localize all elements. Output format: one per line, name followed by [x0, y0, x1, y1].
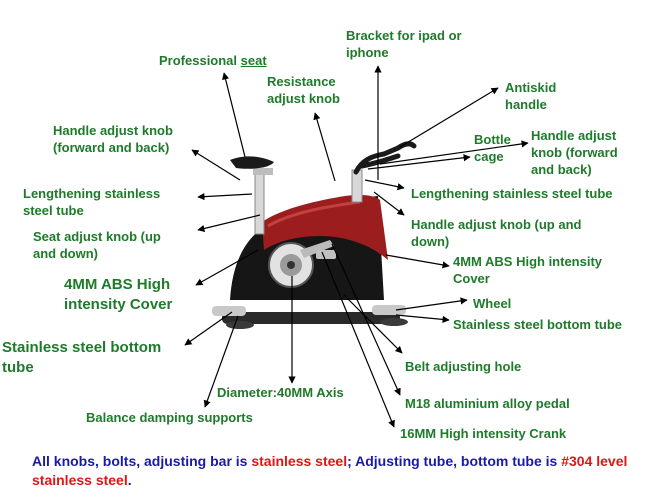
line-pedal [331, 243, 401, 396]
line-bottle [367, 154, 471, 170]
abs-cover-red [262, 195, 388, 260]
caption-highlight1: stainless steel [251, 453, 348, 469]
label-ss-bottom-tube-left: Stainless steel bottom tube [2, 338, 161, 378]
label-pedal: M18 aluminium alloy pedal [405, 396, 570, 411]
label-resistance-line1: Resistance [267, 74, 336, 89]
label-ss-bottom-tube-right: Stainless steel bottom tube [453, 317, 623, 332]
label-bracket-line2: iphone [346, 45, 389, 60]
line-handle-updown [373, 191, 405, 216]
line-ss-bottom-left [184, 311, 233, 346]
line-lengthening-left [197, 193, 253, 201]
label-handle-knob-right-line3: and back) [531, 162, 592, 177]
line-lengthening-right [364, 179, 405, 191]
caption-part1: All knobs, bolts, adjusting bar is [32, 453, 252, 469]
line-balance [203, 315, 239, 408]
label-lengthening-left-line1: Lengthening stainless [23, 186, 161, 201]
label-wheel: Wheel [473, 296, 512, 311]
label-ss-bottom-left-line2: tube [2, 359, 34, 376]
label-antiskid-line1: Antiskid [505, 80, 557, 95]
line-crank [321, 251, 395, 428]
label-abs-cover-left: 4MM ABS High intensity Cover [64, 275, 172, 315]
label-ss-bottom-left-line1: Stainless steel bottom [2, 339, 162, 356]
label-seat-adjust-line2: and down) [33, 246, 98, 261]
label-handle-knob-left-line1: Handle adjust knob [53, 123, 173, 138]
label-abs-right-line2: Cover [453, 271, 490, 286]
label-abs-cover-right: 4MM ABS High intensity Cover [453, 253, 602, 287]
label-belt-adjusting-hole: Belt adjusting hole [405, 359, 522, 374]
label-handle-updown-line1: Handle adjust knob (up and [411, 217, 582, 232]
handlebars [353, 141, 417, 175]
label-antiskid-handle: Antiskid handle [505, 79, 556, 113]
label-seat-adjust-line1: Seat adjust knob (up [33, 229, 161, 244]
line-seat [222, 72, 246, 158]
line-belt [343, 294, 403, 354]
caption-note: All knobs, bolts, adjusting bar is stain… [32, 452, 652, 490]
label-abs-left-line1: 4MM ABS High [64, 276, 171, 293]
label-handle-adjust-knob-left: Handle adjust knob (forward and back) [53, 122, 173, 156]
line-antiskid [399, 87, 499, 148]
label-handle-updown-line2: down) [411, 234, 450, 249]
label-resistance-knob: Resistance adjust knob [267, 73, 340, 107]
label-handle-adjust-knob-right: Handle adjust knob (forward and back) [531, 127, 618, 178]
label-handle-knob-right-line2: knob (forward [531, 145, 618, 160]
line-seat-adjust [197, 214, 261, 232]
crank [300, 240, 334, 258]
label-handle-knob-right-line1: Handle adjust [531, 128, 617, 143]
seat [230, 156, 274, 169]
label-abs-left-line2: intensity Cover [64, 296, 173, 313]
label-bottle-line2: cage [474, 149, 504, 164]
label-seat-prefix: Professional [159, 53, 241, 68]
label-bottle-cage: Bottle cage [474, 131, 511, 165]
label-handle-adjust-updown: Handle adjust knob (up and down) [411, 216, 581, 250]
label-resistance-line2: adjust knob [267, 91, 340, 106]
line-handle-knob-left [191, 149, 241, 181]
label-antiskid-line2: handle [505, 97, 547, 112]
line-abs-right [385, 254, 450, 269]
label-professional-seat: Professional seat [159, 52, 267, 69]
line-wheel [395, 297, 468, 311]
caption-part2: ; Adjusting tube, bottom tube is [347, 453, 562, 469]
label-lengthening-tube-left: Lengthening stainless steel tube [23, 185, 160, 219]
label-handle-knob-left-line2: (forward and back) [53, 140, 170, 155]
label-lengthening-left-line2: steel tube [23, 203, 84, 218]
line-handle-knob-right [379, 140, 529, 165]
line-resistance [313, 112, 336, 182]
label-abs-right-line1: 4MM ABS High intensity [453, 254, 603, 269]
label-bracket: Bracket for ipad or iphone [346, 27, 462, 61]
bottom-tube [212, 305, 408, 329]
caption-part3: . [127, 472, 132, 488]
label-seat-adjust-knob: Seat adjust knob (up and down) [33, 228, 161, 262]
label-bottle-line1: Bottle [474, 132, 511, 147]
line-abs-left [195, 249, 259, 286]
caption-highlight2: #304 level stainless steel [32, 453, 628, 488]
label-diameter-axis: Diameter:40MM Axis [217, 385, 344, 400]
label-crank: 16MM High intensity Crank [400, 426, 567, 441]
line-ss-bottom-right [395, 314, 450, 323]
label-lengthening-tube-right: Lengthening stainless steel tube [411, 186, 613, 201]
label-bracket-line1: Bracket for ipad or [346, 28, 462, 43]
label-balance-damping: Balance damping supports [86, 410, 253, 425]
label-seat-word: seat [240, 53, 267, 68]
